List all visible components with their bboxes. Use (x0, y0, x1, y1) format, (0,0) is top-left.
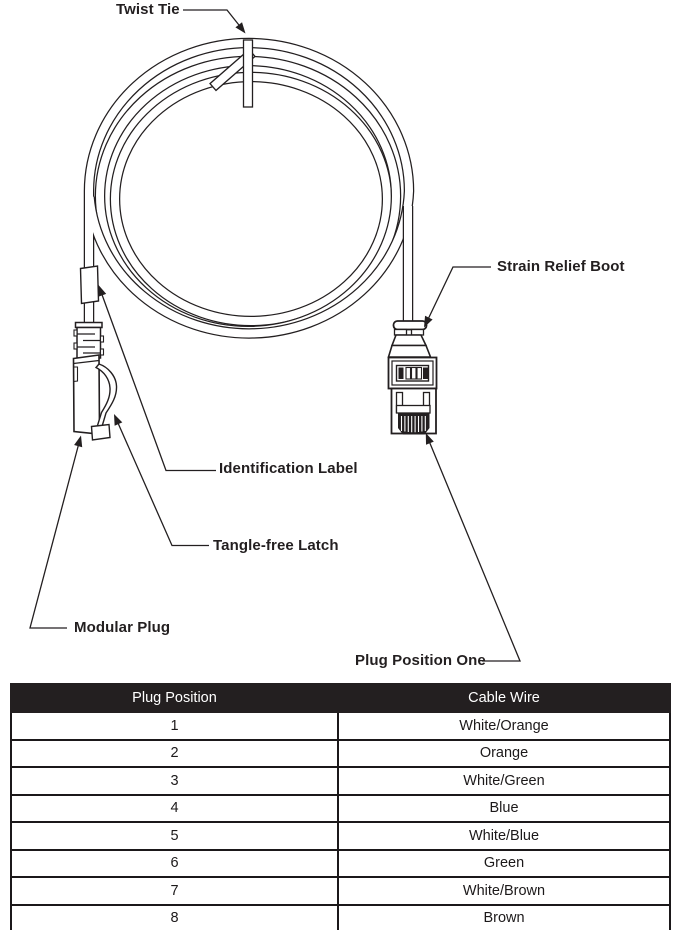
plug-position-cell: 8 (10, 903, 339, 930)
cable-wire-cell: Blue (337, 793, 671, 823)
plug-position-cell: 1 (10, 711, 339, 741)
latch-foot (90, 423, 111, 441)
arrowhead-icon (74, 435, 83, 448)
plug-position-one-leader (425, 433, 521, 662)
callout-tangle-free-latch: Tangle-free Latch (213, 537, 339, 554)
plug-position-cell: 7 (10, 876, 339, 906)
plug-position-cell: 2 (10, 738, 339, 768)
tangle-free-latch-leader (114, 414, 209, 547)
strain-relief-boot-leader (424, 266, 491, 328)
arrowhead-icon (424, 315, 433, 328)
arrowhead-icon (425, 433, 434, 445)
right-connector (387, 320, 438, 435)
identification-label-leader (98, 285, 216, 472)
cable-wire-cell: White/Orange (337, 711, 671, 741)
callout-modular-plug: Modular Plug (74, 619, 171, 636)
cable-wire-cell: White/Blue (337, 821, 671, 851)
plug-position-cell: 3 (10, 766, 339, 796)
twist-tie-graphic (209, 39, 256, 108)
left-boot (73, 321, 105, 359)
cable-diagram (29, 9, 521, 662)
cable-wire-cell: Orange (337, 738, 671, 768)
cable-wire-cell: White/Green (337, 766, 671, 796)
plug-position-one-pins (398, 413, 430, 435)
callout-leaders (29, 9, 521, 662)
arrowhead-icon (114, 414, 123, 426)
cable-wire-cell: Brown (337, 903, 671, 930)
wiring-table-header-row: Plug Position Cable Wire (10, 683, 671, 713)
twist-tie-leader (183, 9, 246, 34)
callout-twist-tie: Twist Tie (116, 1, 180, 18)
modular-plug-leader (29, 435, 83, 629)
twist-tie-band (242, 39, 254, 108)
cable-wire-cell: White/Brown (337, 876, 671, 906)
plug-position-cell: 6 (10, 848, 339, 878)
cable-wire-cell: Green (337, 848, 671, 878)
column-header-cable-wire: Cable Wire (337, 683, 671, 713)
arrowhead-icon (235, 22, 246, 34)
strain-relief-boot-graphic (387, 320, 432, 358)
plug-position-cell: 4 (10, 793, 339, 823)
arrowhead-icon (98, 285, 107, 297)
column-header-plug-position: Plug Position (10, 683, 339, 713)
callout-plug-position-one: Plug Position One (355, 652, 486, 669)
callout-identification-label: Identification Label (219, 460, 358, 477)
identification-label-graphic (79, 265, 100, 305)
plug-position-cell: 5 (10, 821, 339, 851)
callout-strain-relief-boot: Strain Relief Boot (497, 258, 625, 275)
left-connector (72, 265, 118, 441)
